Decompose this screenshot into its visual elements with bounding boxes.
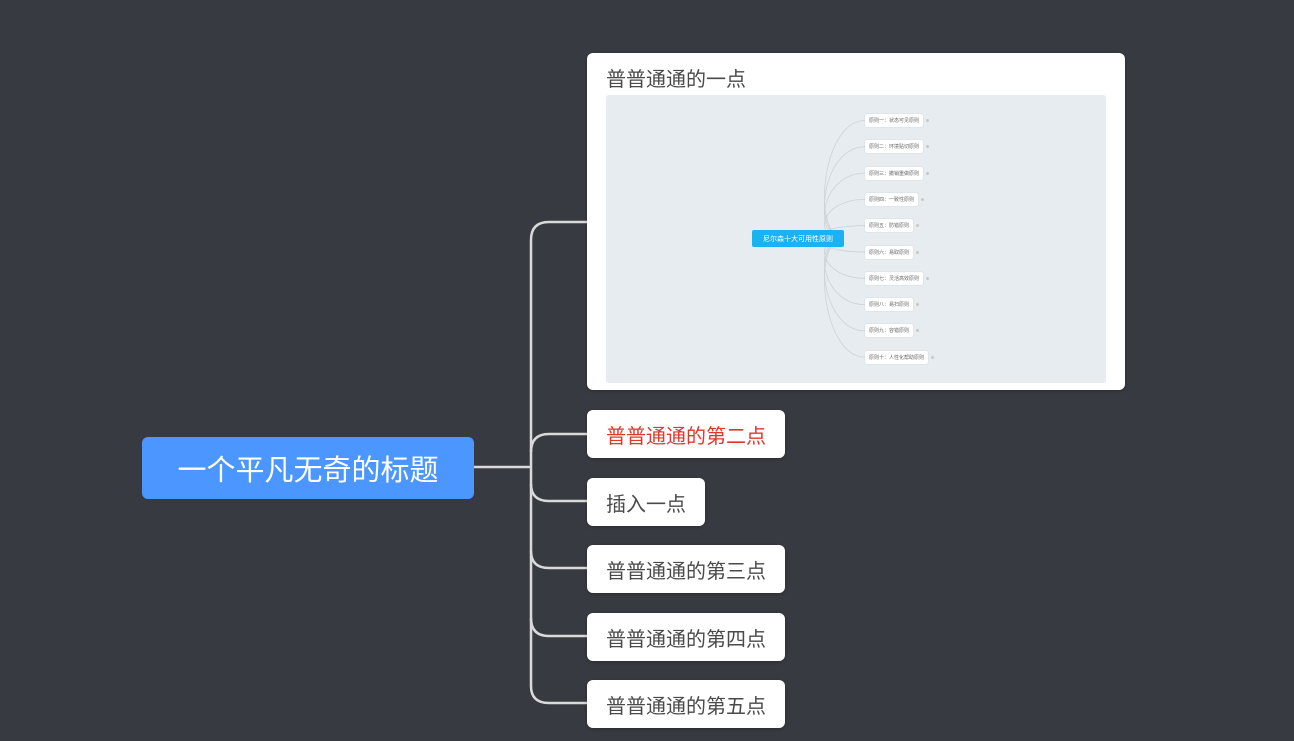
thumbnail-leaf-node: 原则九：容错原则 (865, 324, 920, 338)
connector-branch-4 (529, 617, 587, 638)
thumbnail-link (824, 237, 866, 358)
topic-label: 插入一点 (606, 491, 686, 516)
connector-branch-insert (529, 483, 587, 503)
collapse-dot-icon (926, 145, 930, 149)
collapse-dot-icon (921, 197, 925, 201)
collapse-dot-icon (931, 355, 935, 359)
thumbnail-link (824, 120, 866, 239)
collapse-dot-icon (926, 119, 930, 122)
topic-third-point[interactable]: 普普通通的第三点 (587, 545, 785, 593)
collapse-dot-icon (916, 224, 920, 228)
root-topic[interactable]: 一个平凡无奇的标题 (142, 437, 474, 499)
connector-branch-3 (529, 550, 587, 570)
thumbnail-leaf-node: 原则一：状态可见原则 (865, 114, 930, 127)
thumbnail-leaf-node: 原则四：一致性原则 (865, 192, 925, 206)
root-topic-label: 一个平凡无奇的标题 (177, 453, 439, 487)
connector-branch-5 (529, 685, 587, 705)
thumbnail-leaf-node: 原则十：人性化帮助原则 (865, 350, 935, 364)
topic-card-title: 普普通通的一点 (606, 67, 746, 91)
collapse-dot-icon (926, 276, 930, 280)
connector-card (529, 220, 587, 241)
thumbnail-leaf-node: 原则七：灵活高效原则 (865, 271, 930, 285)
topic-card-first-point[interactable]: 普普通通的一点 尼尔森十大可用性原则 原则一：状态可见原则原则二：环境贴切原则原… (587, 53, 1125, 390)
topic-label: 普普通通的第三点 (606, 558, 766, 583)
topic-label: 普普通通的第四点 (606, 626, 766, 651)
topic-fifth-point[interactable]: 普普通通的第五点 (587, 680, 785, 728)
thumbnail-connectors (824, 120, 866, 358)
collapse-dot-icon (916, 329, 920, 333)
thumbnail-leaf-node: 原则五：防错原则 (865, 219, 920, 233)
thumbnail-leaf-node: 原则六：易取原则 (865, 245, 920, 259)
topic-second-point[interactable]: 普普通通的第二点 (587, 410, 785, 458)
thumbnail-root-node: 尼尔森十大可用性原则 (752, 230, 844, 247)
mindmap-thumbnail-image[interactable]: 尼尔森十大可用性原则 原则一：状态可见原则原则二：环境贴切原则原则三：撤销重做原… (606, 95, 1106, 383)
topic-label: 普普通通的第五点 (606, 693, 766, 718)
topic-insert-point[interactable]: 插入一点 (587, 478, 705, 526)
topic-label: 普普通通的第二点 (606, 423, 766, 448)
topic-fourth-point[interactable]: 普普通通的第四点 (587, 613, 785, 661)
thumbnail-leaf-node: 原则八：易扫原则 (865, 298, 920, 312)
thumbnail-leaf-node: 原则三：撤销重做原则 (865, 166, 930, 180)
connector-branch-2 (529, 432, 587, 453)
thumbnail-leaf-node: 原则二：环境贴切原则 (865, 140, 930, 154)
collapse-dot-icon (916, 303, 920, 307)
collapse-dot-icon (916, 250, 920, 254)
collapse-dot-icon (926, 171, 930, 175)
